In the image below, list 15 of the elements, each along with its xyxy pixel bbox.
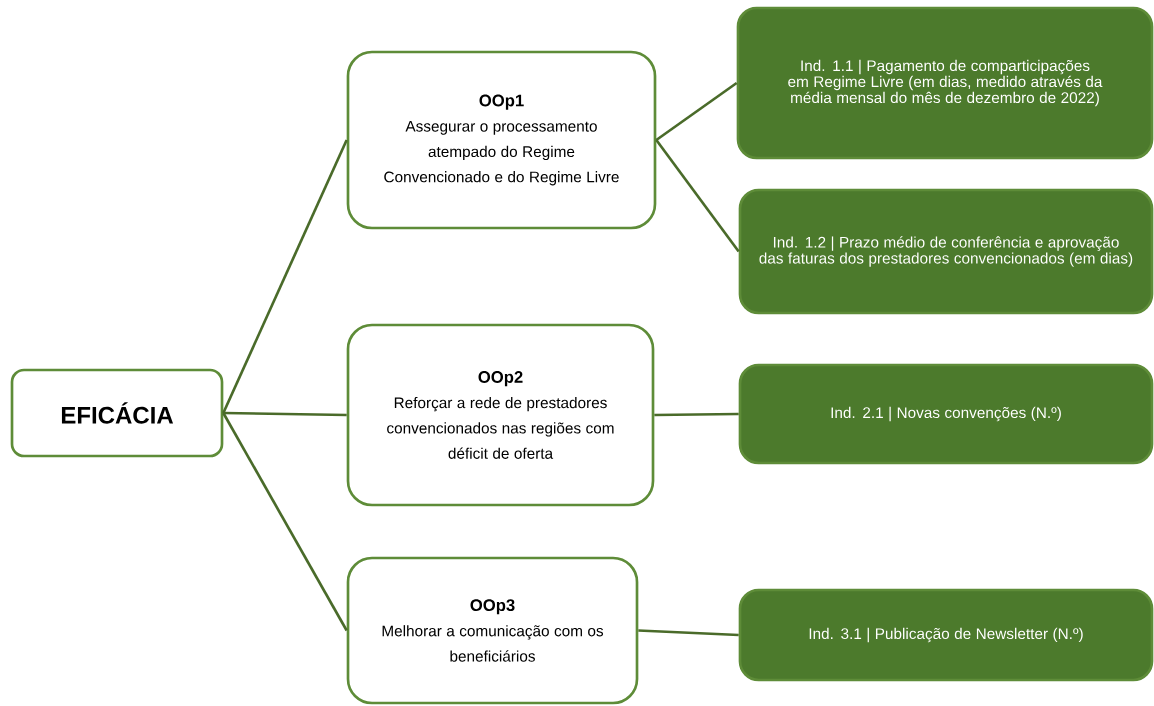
indicator-box: Ind. 1.1 | Pagamento de comparticipações em Regime Livre (em dias, medido através da média mensal do mês de dezembro de 2022) bbox=[736, 6, 1154, 160]
connector-line bbox=[654, 412, 739, 417]
connector-line bbox=[222, 412, 348, 632]
objective-box: OOp1 Assegurar o processamento atempado do Regime Convencionado e do Regime Livre bbox=[346, 50, 657, 230]
connector-line bbox=[223, 411, 347, 417]
indicator-box: Ind. 1.2 | Prazo médio de conferência e aprovação das faturas dos prestadores convencionados (em dias) bbox=[738, 188, 1154, 315]
connector-line bbox=[222, 139, 348, 414]
connector-line bbox=[655, 139, 740, 253]
objective-box: OOp3 Melhorar a comunicação com os beneficiários bbox=[346, 556, 639, 705]
indicator-box: Ind. 3.1 | Publicação de Newsletter (N.º) bbox=[738, 588, 1154, 682]
connector-line bbox=[655, 81, 738, 142]
objective-box: OOp2 Reforçar a rede de prestadores convencionados nas regiões com déficit de oferta bbox=[346, 323, 655, 507]
indicator-box: Ind. 2.1 | Novas convenções (N.º) bbox=[738, 363, 1154, 465]
connector-line bbox=[638, 629, 739, 637]
category-box: EFICÁCIA bbox=[10, 368, 224, 458]
